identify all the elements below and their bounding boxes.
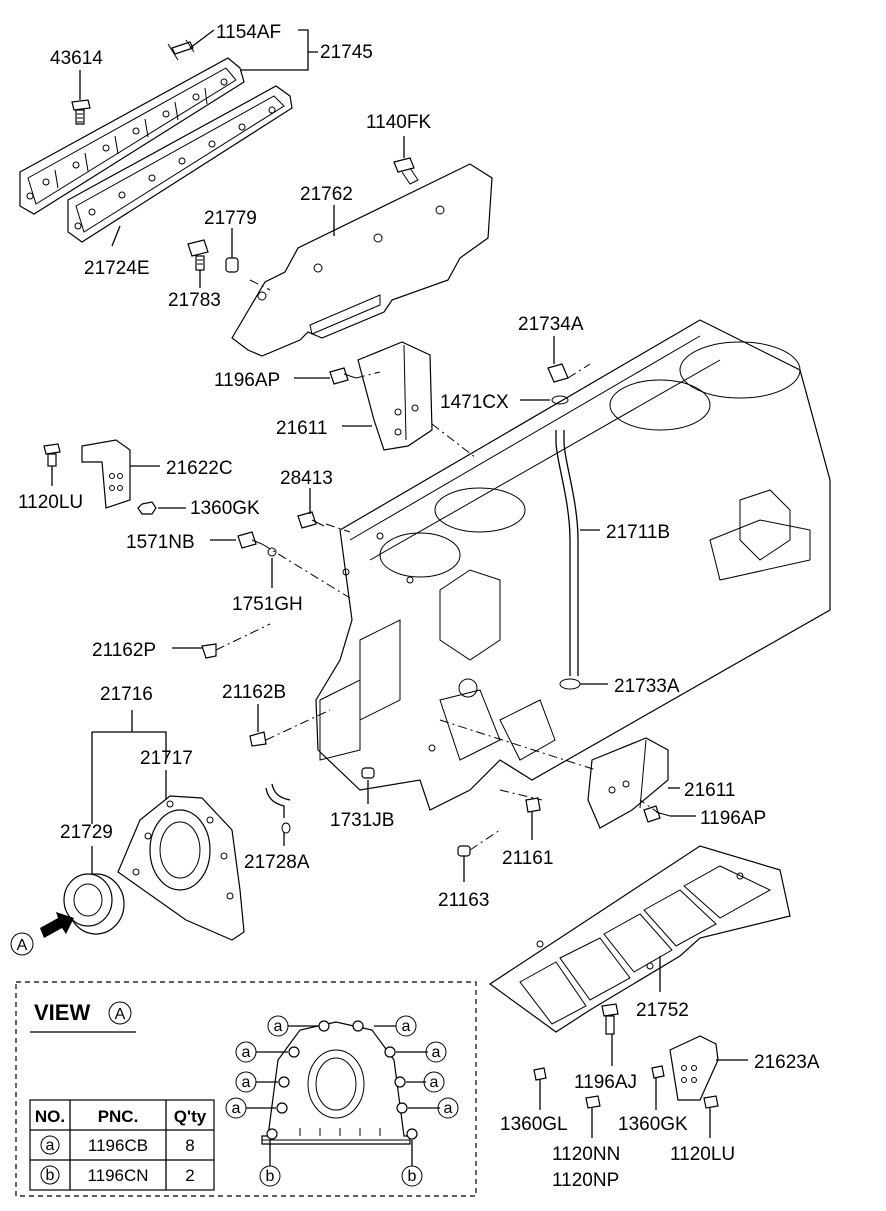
table-header-no: NO. <box>35 1107 65 1126</box>
engine-mount-right <box>587 737 671 829</box>
label-1120NN: 1120NN <box>552 1144 620 1165</box>
side-cover-gasket-group <box>19 39 293 243</box>
small-fasteners-left <box>201 511 541 857</box>
label-21724E: 21724E <box>84 258 150 279</box>
rear-oil-seal-case <box>117 795 245 941</box>
label-1120LU-left: 1120LU <box>18 492 83 513</box>
label-1360GK-right: 1360GK <box>618 1114 688 1135</box>
table-row-a-no: a <box>46 1137 55 1154</box>
label-1154AF: 1154AF <box>216 22 281 43</box>
label-21717: 21717 <box>140 748 193 769</box>
bracket-21622C <box>43 439 157 515</box>
label-21611-top: 21611 <box>276 418 327 439</box>
label-1140FK: 1140FK <box>366 112 431 133</box>
label-21622C: 21622C <box>166 458 233 479</box>
label-21716: 21716 <box>100 684 153 705</box>
label-43614: 43614 <box>50 48 103 69</box>
view-callouts: a a a a a a a a b b <box>225 1015 459 1187</box>
oil-seal-21729 <box>63 873 125 935</box>
callout-a-2: a <box>402 1018 411 1035</box>
view-arrow-a: A <box>10 912 74 956</box>
arrow-label-a: A <box>17 937 28 954</box>
view-title: VIEW <box>34 1000 90 1025</box>
label-21733A: 21733A <box>614 676 680 697</box>
callout-b-1: b <box>266 1168 275 1185</box>
label-21734A: 21734A <box>518 314 584 335</box>
label-1196AP-right: 1196AP <box>700 808 766 829</box>
table-header-pnc: PNC. <box>98 1107 139 1126</box>
engine-mount-top <box>329 341 433 451</box>
label-21623A: 21623A <box>754 1052 820 1073</box>
callout-a-4: a <box>432 1044 441 1061</box>
part-labels: 1154AF 21745 43614 1140FK 21762 21779 21… <box>18 22 820 1191</box>
table-row-a-qty: 8 <box>185 1136 194 1155</box>
label-21611-right: 21611 <box>684 780 735 801</box>
label-1471CX: 1471CX <box>440 392 509 413</box>
oil-pan-gasket-21752 <box>488 845 791 1109</box>
label-1751GH: 1751GH <box>232 594 303 615</box>
view-a-inset: VIEW A NO. PNC. Q'ty a 1196CB 8 b 1196CN… <box>15 981 477 1197</box>
callout-a-3: a <box>242 1044 251 1061</box>
table-row-b-pnc: 1196CN <box>87 1166 148 1185</box>
label-21161: 21161 <box>502 848 553 869</box>
table-header-qty: Q'ty <box>174 1107 207 1126</box>
label-21729: 21729 <box>60 822 113 843</box>
label-28413: 28413 <box>280 468 333 489</box>
label-1120NP: 1120NP <box>552 1170 619 1191</box>
callout-a-1: a <box>274 1018 283 1035</box>
label-1360GL: 1360GL <box>500 1114 568 1135</box>
label-21745: 21745 <box>320 42 373 63</box>
label-21783: 21783 <box>168 290 221 311</box>
table-row-a-pnc: 1196CB <box>88 1136 148 1155</box>
dash-lines <box>215 279 661 851</box>
label-1120LU-right: 1120LU <box>670 1144 735 1165</box>
view-seal-case <box>261 1020 418 1145</box>
label-1731JB: 1731JB <box>330 810 394 831</box>
table-row-b-qty: 2 <box>185 1166 194 1185</box>
label-21762: 21762 <box>300 184 353 205</box>
leader-lines <box>51 29 748 1138</box>
callout-a-6: a <box>430 1074 439 1091</box>
callout-a-7: a <box>232 1100 241 1117</box>
label-1196AP-top: 1196AP <box>214 370 280 391</box>
label-1196AJ: 1196AJ <box>574 1072 637 1093</box>
view-marker: A <box>115 1006 126 1023</box>
label-21779: 21779 <box>204 208 257 229</box>
callout-a-5: a <box>242 1074 251 1091</box>
callout-b-2: b <box>408 1168 417 1185</box>
dipstick-tube <box>547 363 581 690</box>
engine-block <box>315 319 831 811</box>
table-row-b-no: b <box>46 1167 55 1184</box>
callout-a-8: a <box>444 1100 453 1117</box>
rear-plate-21762 <box>187 157 493 357</box>
bolt-table: NO. PNC. Q'ty a 1196CB 8 b 1196CN 2 <box>29 1099 215 1191</box>
label-1571NB: 1571NB <box>126 532 195 553</box>
label-21728A: 21728A <box>244 852 310 873</box>
label-21163: 21163 <box>438 890 489 911</box>
label-21162B: 21162B <box>222 682 286 703</box>
label-21162P: 21162P <box>92 640 156 661</box>
label-21752: 21752 <box>636 1000 689 1021</box>
label-1360GK-left: 1360GK <box>190 498 260 519</box>
label-21711B: 21711B <box>606 522 670 543</box>
